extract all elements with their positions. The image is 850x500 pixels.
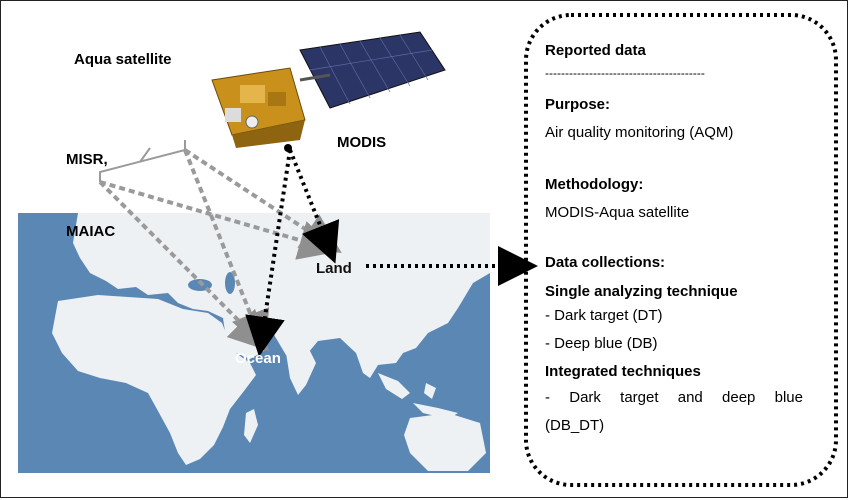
data-collections-heading: Data collections: bbox=[545, 254, 666, 271]
se-asia-islands bbox=[378, 373, 458, 419]
methodology-value: MODIS-Aqua satellite bbox=[545, 204, 690, 221]
modis-arrows bbox=[245, 149, 538, 357]
single-item-dt: - Dark target (DT) bbox=[545, 307, 663, 324]
single-item-db: - Deep blue (DB) bbox=[545, 335, 658, 352]
black-sea bbox=[188, 279, 212, 291]
misr-arrow-to-land-2 bbox=[99, 180, 340, 260]
misr-arrow-to-land bbox=[183, 148, 342, 253]
misr-arrow-to-ocean-2 bbox=[98, 180, 270, 352]
modis-label: MODIS bbox=[337, 134, 387, 151]
eurasia-landmass bbox=[73, 213, 490, 378]
misr-arrow-to-ocean-1 bbox=[183, 149, 270, 352]
maiac-label: MAIAC bbox=[66, 223, 116, 240]
madagascar-landmass bbox=[244, 409, 258, 443]
integrated-techniques-heading: Integrated techniques bbox=[545, 363, 701, 380]
misr-bracket bbox=[99, 140, 186, 182]
land-label: Land bbox=[316, 260, 352, 277]
world-map bbox=[18, 213, 490, 473]
africa-landmass bbox=[52, 295, 256, 465]
solar-panel bbox=[299, 31, 446, 109]
integrated-item-line1: - Dark target and deep blue bbox=[545, 389, 803, 406]
australia-landmass bbox=[404, 413, 486, 471]
misr-maiac-label: MISR, MAIAC bbox=[66, 100, 115, 268]
single-technique-heading: Single analyzing technique bbox=[545, 283, 738, 300]
integrated-item-line2: (DB_DT) bbox=[545, 417, 605, 434]
reported-data-panel-border bbox=[524, 13, 838, 487]
misr-arrows bbox=[98, 148, 342, 352]
panel-title: Reported data bbox=[545, 42, 646, 59]
aqua-satellite-icon bbox=[211, 31, 446, 152]
ocean-label: Ocean bbox=[235, 350, 281, 367]
aqua-satellite-label: Aqua satellite bbox=[74, 51, 172, 68]
purpose-heading: Purpose: bbox=[545, 96, 611, 113]
caspian-sea bbox=[225, 272, 235, 294]
panel-divider: ---------------------------------------- bbox=[545, 66, 705, 80]
methodology-heading: Methodology: bbox=[545, 176, 644, 193]
modis-arrow-to-ocean bbox=[245, 149, 292, 357]
modis-arrow-to-land bbox=[288, 149, 340, 264]
misr-label: MISR, bbox=[66, 151, 108, 168]
india-landmass bbox=[286, 351, 316, 395]
purpose-value: Air quality monitoring (AQM) bbox=[545, 124, 734, 141]
